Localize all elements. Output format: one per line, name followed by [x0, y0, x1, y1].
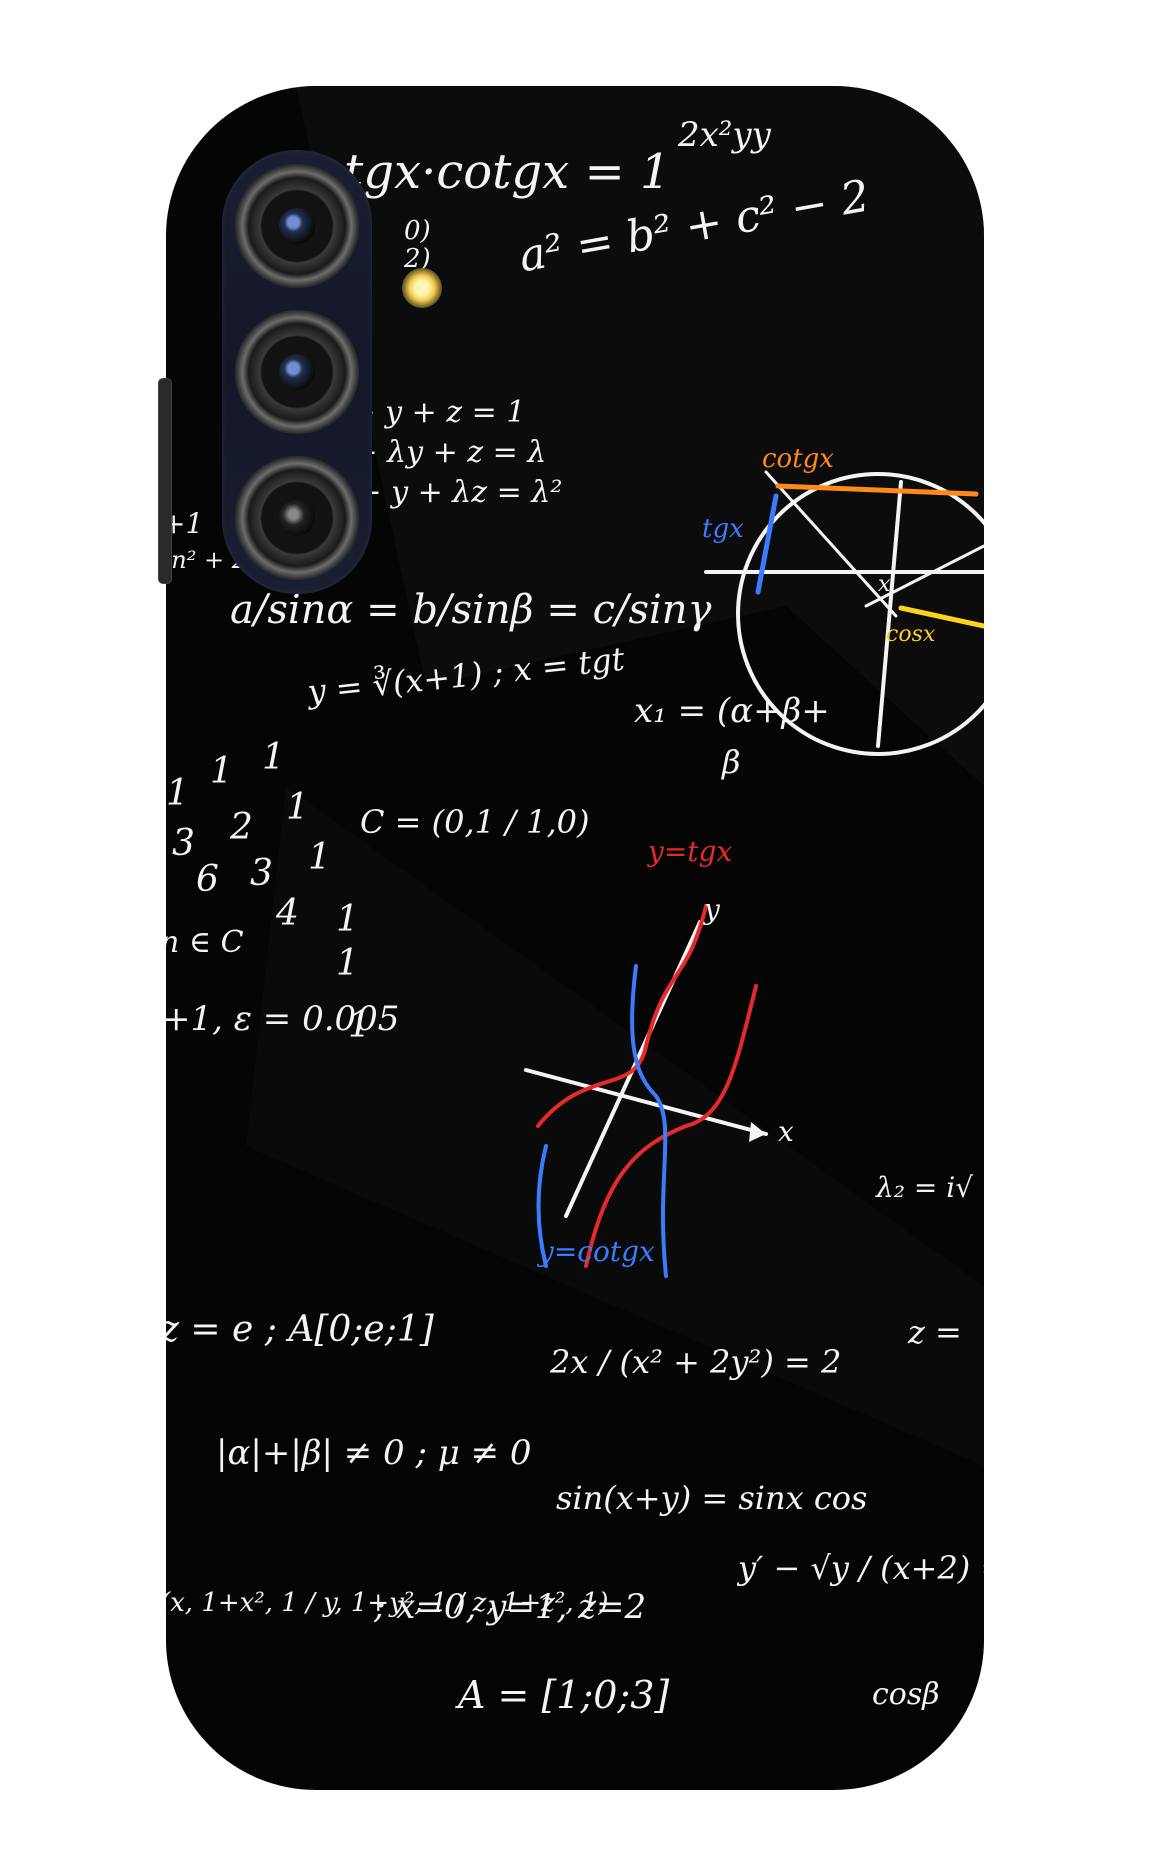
- equation-fragment-2: 2): [404, 244, 431, 274]
- chalkboard-background: [246, 86, 984, 1466]
- equation-epsilon: +1, ε = 0.005: [166, 999, 400, 1039]
- equation-x1: x₁ = (α+β+: [634, 691, 830, 731]
- number-cluster-7: 1: [308, 837, 331, 878]
- number-cluster-6: 2: [230, 807, 253, 848]
- equation-fragment-0: 0): [404, 216, 431, 246]
- flash-icon: [402, 268, 442, 308]
- equation-tg-cotg: tgx·cotgx = 1: [344, 144, 671, 200]
- number-cluster-9: 3: [250, 853, 273, 894]
- equation-matrix-c: C = (0,1 / 1,0): [360, 803, 590, 841]
- equation-z-e: z = e ; A[0;e;1]: [166, 1309, 434, 1350]
- equation-alpha-beta: |α|+|β| ≠ 0 ; μ ≠ 0: [216, 1433, 532, 1473]
- side-button: [158, 378, 172, 584]
- equation-matrix-xyz: (x, 1+x², 1 / y, 1+y², 1 / z, 1+z², 1): [166, 1588, 609, 1618]
- equation-cos-beta: cosβ: [872, 1677, 940, 1712]
- graph-axis-x: x: [778, 1115, 794, 1148]
- number-cluster-11: 4: [276, 893, 299, 934]
- number-cluster-4: 1: [286, 787, 309, 828]
- camera-lens-icon: [235, 456, 359, 580]
- equation-sin-sum: sin(x+y) = sinx cos: [556, 1479, 868, 1517]
- graph-axis-y: y: [704, 893, 720, 926]
- unit-circle-diagram: [704, 470, 984, 756]
- number-cluster-8: 6: [196, 859, 219, 900]
- circle-label-cotg: cotgx: [762, 444, 834, 474]
- number-cluster-10: 1: [336, 899, 359, 940]
- equation-vector-a: A = [1;0;3]: [458, 1673, 670, 1717]
- equation-xyz-values: ; x=0, y=1, z=2: [374, 1587, 647, 1627]
- number-cluster-2: 1: [210, 751, 233, 792]
- circle-label-tg: tgx: [702, 514, 744, 544]
- graph-label-tan: y=tgx: [648, 835, 733, 868]
- phone-case: tgx·cotgx = 1 2x²yy a² = b² + c² − 2 0) …: [166, 86, 984, 1790]
- camera-lens-icon: [235, 164, 359, 288]
- equation-law-of-sines: a/sinα = b/sinβ = c/sinγ: [230, 587, 712, 633]
- number-cluster-12: 1: [336, 943, 359, 984]
- circle-label-cos: cosx: [886, 622, 936, 647]
- number-cluster-13: 1: [348, 1005, 371, 1046]
- graph-label-cot: y=cotgx: [538, 1235, 655, 1268]
- camera-lens-icon: [235, 310, 359, 434]
- function-graph: [524, 904, 768, 1278]
- number-cluster-5: 3: [172, 823, 195, 864]
- equation-lambda2: λ₂ = i√: [876, 1171, 974, 1204]
- equation-fraction-2x: 2x / (x² + 2y²) = 2: [550, 1343, 842, 1381]
- equation-y-prime: y′ − √y / (x+2) =: [738, 1549, 984, 1587]
- number-cluster-1: 1: [166, 773, 189, 814]
- equation-2x2yy: 2x²yy: [678, 115, 771, 155]
- equation-beta: β: [722, 743, 741, 781]
- equation-n-in-c: n ∈ C: [166, 925, 244, 960]
- number-cluster-3: 1: [262, 737, 285, 778]
- circle-label-x: x: [878, 572, 891, 597]
- equation-z-fragment: z =: [908, 1313, 962, 1351]
- camera-module: [222, 150, 372, 594]
- equation-fragment-plus1: +1: [166, 507, 204, 540]
